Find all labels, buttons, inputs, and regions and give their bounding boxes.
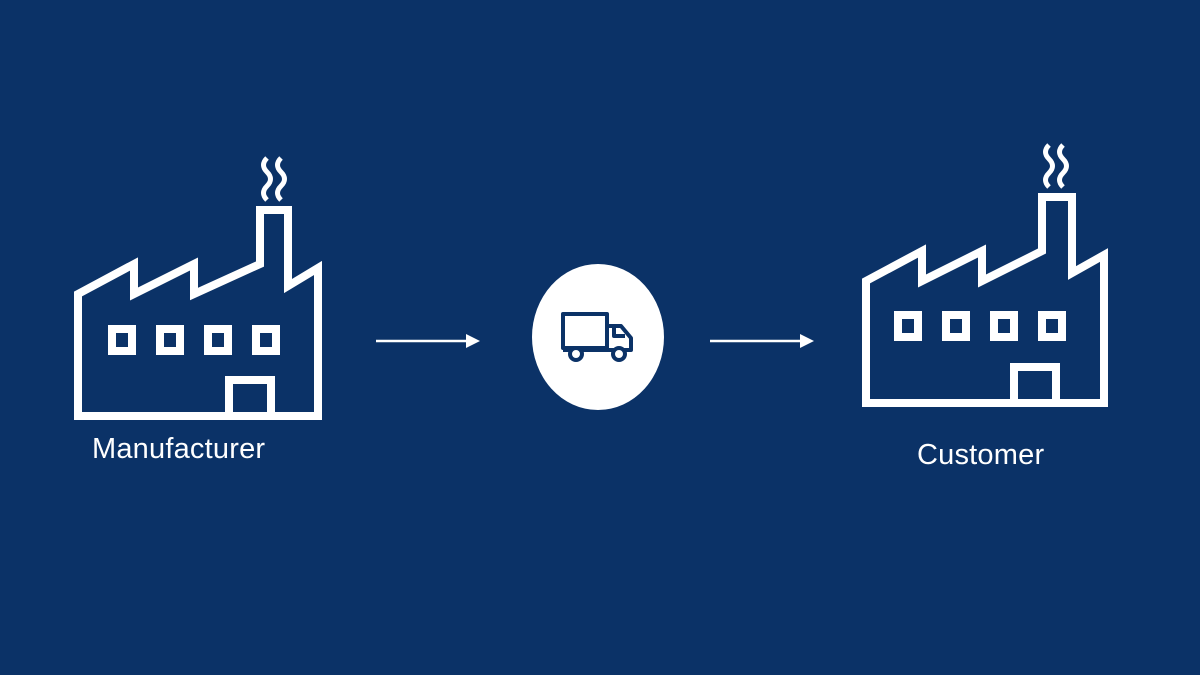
factory-icon	[74, 156, 322, 420]
customer-label: Customer	[917, 439, 1045, 471]
delivery-truck-icon	[561, 312, 633, 362]
arrow-right-icon	[710, 334, 814, 348]
factory-icon	[862, 143, 1108, 407]
arrow-right-icon	[376, 334, 480, 348]
transport-node	[532, 264, 664, 410]
manufacturer-label: Manufacturer	[92, 433, 266, 465]
